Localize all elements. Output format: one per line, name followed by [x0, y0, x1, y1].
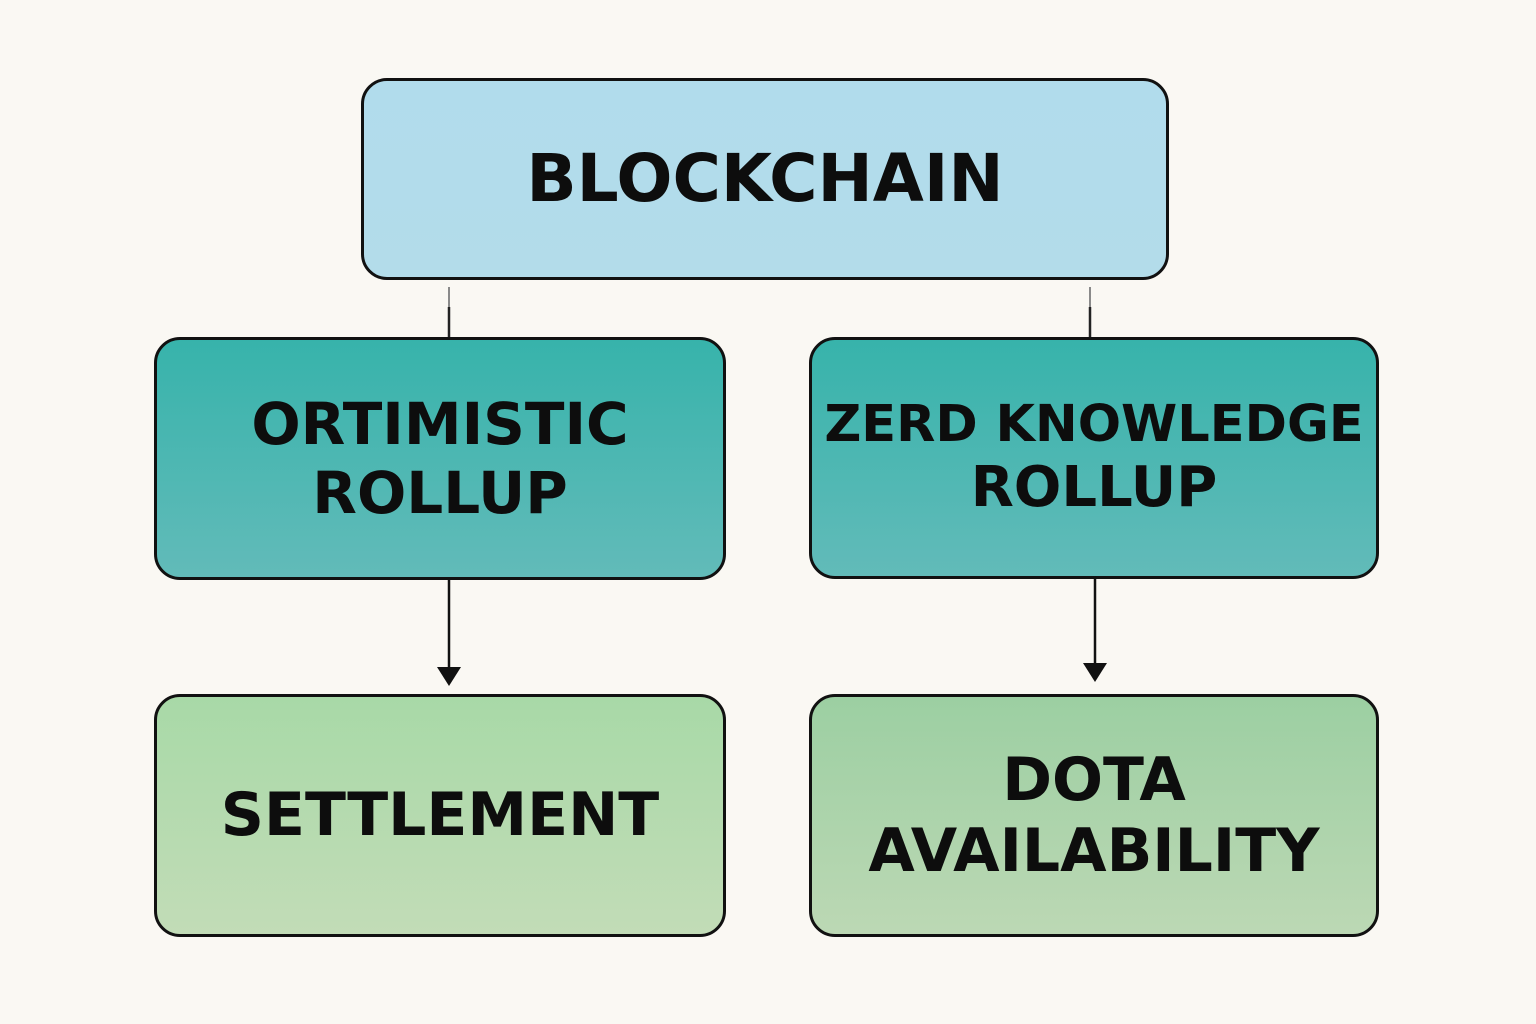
node-data-label-line2: AVAILABILITY: [868, 815, 1320, 886]
node-optimistic-label-line2: ROLLUP: [312, 458, 568, 527]
node-optimistic-label-line1: ORTIMISTIC: [251, 390, 629, 459]
node-blockchain-label: BLOCKCHAIN: [526, 140, 1004, 218]
arrowhead-down-icon: [437, 667, 461, 686]
node-settlement-label: SETTLEMENT: [220, 780, 660, 851]
node-zero-knowledge-rollup: ZERD KNOWLEDGE ROLLUP: [809, 337, 1379, 579]
node-zk-label-line2: ROLLUP: [970, 455, 1218, 521]
node-zk-label-line1: ZERD KNOWLEDGE: [824, 394, 1364, 454]
node-optimistic-rollup: ORTIMISTIC ROLLUP: [154, 337, 726, 580]
arrowhead-down-icon: [1083, 663, 1107, 682]
node-data-availability: DOTA AVAILABILITY: [809, 694, 1379, 937]
node-blockchain: BLOCKCHAIN: [361, 78, 1169, 280]
node-data-label-line1: DOTA: [1002, 744, 1186, 815]
node-settlement: SETTLEMENT: [154, 694, 726, 937]
